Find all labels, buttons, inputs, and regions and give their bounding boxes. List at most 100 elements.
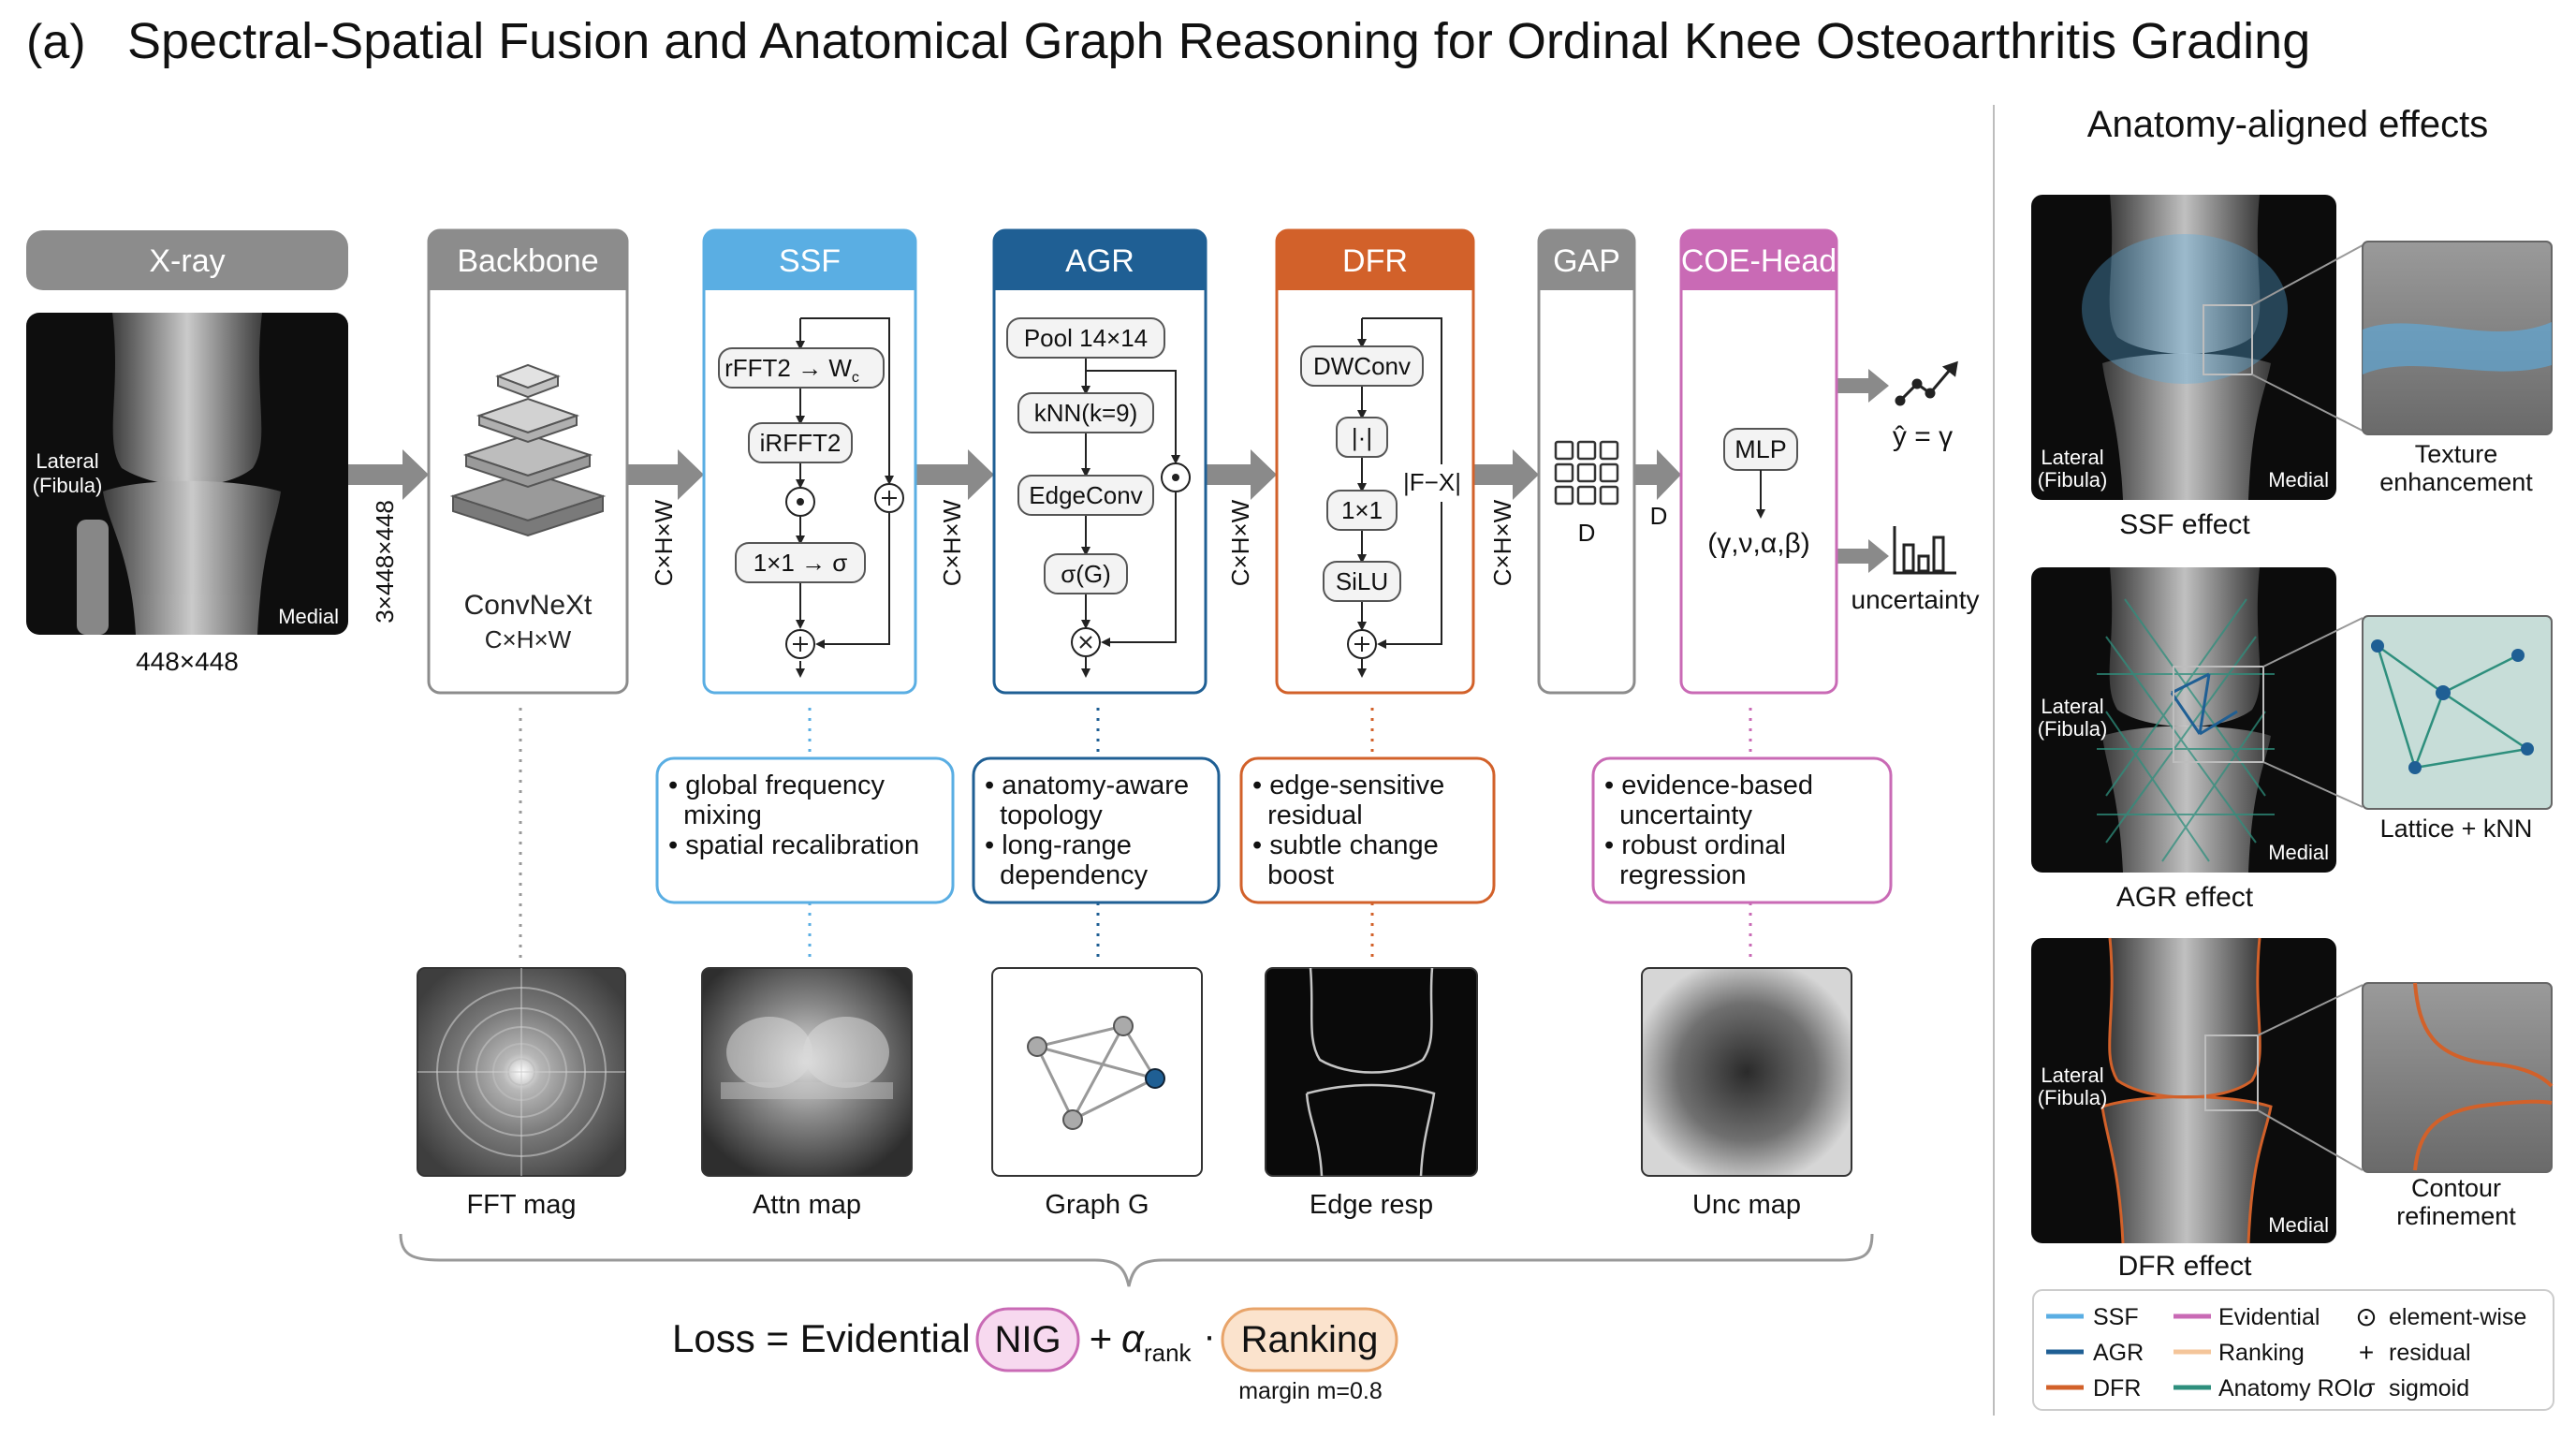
effect-agr-medial: Medial: [2268, 841, 2329, 864]
xray-block: X-ray Lateral (Fibula) Medial 448×448: [26, 230, 348, 676]
ssf-op-rfft2: [718, 347, 885, 389]
legend-item-ssf: SSF: [2046, 1304, 2139, 1330]
effect-dfr-lateral2: (Fibula): [2038, 1086, 2108, 1109]
agr-multiply-x: [1079, 636, 1092, 649]
effect-dfr-tibia: [2102, 1096, 2271, 1243]
effect-agr-zoom-graph: [2376, 644, 2528, 770]
note-coe-text: • evidence-based uncertainty • robust or…: [0, 0, 1851, 890]
legend-item-residual: + residual: [2359, 1338, 2471, 1367]
effect-ssf-overlay: [2082, 234, 2288, 384]
xray-lateral-line1: Lateral: [36, 449, 98, 473]
arrow-dfr-gap: [1473, 449, 1539, 500]
effect-dfr: Lateral (Fibula) Medial Contour refineme…: [2031, 937, 2554, 1282]
note-coe: • evidence-based uncertainty • robust or…: [0, 0, 1893, 904]
legend-item-dfr: DFR: [2046, 1375, 2141, 1401]
effect-dfr-zoom: [2362, 982, 2553, 1173]
effect-ssf-zoom-line1-text: Texture: [2415, 440, 2498, 468]
ssf-flow-lines: [796, 317, 894, 678]
loss-dot: ·: [1203, 1315, 1215, 1357]
ranking-label: Ranking: [1241, 1319, 1379, 1360]
effect-ssf-zoom-line2: [2251, 374, 2364, 432]
legend-elementwise-label: element-wise: [2389, 1304, 2526, 1330]
backbone-block: Backbone ConvNeXt C×H×W: [427, 228, 629, 695]
map-attn: Attn map: [701, 967, 913, 1220]
gap-header: [1539, 230, 1634, 290]
legend-sigmoid-label: sigmoid: [2389, 1375, 2469, 1401]
effect-agr-zoom-line2: [2262, 761, 2364, 808]
uncertainty-output: uncertainty: [1852, 585, 1980, 614]
backbone-header: [429, 230, 627, 290]
dfr-op-silu-label: SiLU: [1336, 567, 1388, 595]
grid-icon: [1554, 440, 1619, 506]
loss-formula: Loss = Evidential NIG + αrank · Ranking …: [672, 1307, 1398, 1404]
note-dfr-text: • edge-sensitive residual • subtle chang…: [0, 0, 1483, 890]
legend-ssf-label: SSF: [2093, 1304, 2139, 1330]
effect-ssf-medial: Medial: [2268, 468, 2329, 492]
dfr-side-label: |F−X|: [1403, 468, 1461, 496]
ranking-pill: [1221, 1307, 1398, 1372]
arrow-backbone-ssf: [627, 449, 704, 500]
legend-item-evidential: Evidential: [2174, 1304, 2320, 1330]
effect-ssf-tibia: [2102, 353, 2271, 500]
dfr-block: DFR DWConv |·| 1×1 SiLU |F−X|: [1275, 228, 1475, 695]
graph-edges: [1035, 1024, 1157, 1122]
xray-header-label: X-ray: [149, 243, 225, 279]
map-edge-label: Edge resp: [1310, 1190, 1433, 1220]
effect-dfr-zoom-line2-text: refinement: [2396, 1202, 2516, 1230]
effect-ssf-zoom-band: [2363, 322, 2552, 374]
stage-arrows: [348, 369, 1889, 573]
agr-op-edgeconv: [1017, 475, 1154, 516]
ssf-label: SSF: [779, 243, 841, 279]
legend-item-agr: AGR: [2046, 1340, 2144, 1366]
map-edge: Edge resp: [1265, 967, 1478, 1220]
legend-anatomy-label: Anatomy ROI: [2218, 1375, 2359, 1401]
ssf-op-irfft2: [748, 422, 853, 463]
legend-ranking-label: Ranking: [2218, 1340, 2305, 1366]
arrow-gap-coe: [1634, 449, 1681, 500]
loss-prefix: Loss = Evidential: [672, 1316, 971, 1360]
shape-after-gap: D: [1650, 502, 1668, 530]
coe-header: [1681, 230, 1837, 290]
margin-label: margin m=0.8: [1238, 1378, 1383, 1404]
xray-size: 448×448: [136, 647, 239, 676]
effect-ssf-roi: [2203, 304, 2253, 375]
ssf-op-sigma: [735, 542, 866, 583]
legend-residual-label: residual: [2389, 1340, 2471, 1366]
note-dfr-box: [1239, 756, 1496, 904]
effect-dfr-zoom-line1-text: Contour: [2411, 1174, 2501, 1202]
ssf-op-sigma-label: 1×1 → σ: [754, 549, 848, 577]
dfr-label: DFR: [1342, 243, 1408, 279]
figure-title: Spectral-Spatial Fusion and Anatomical G…: [127, 13, 2310, 69]
dfr-body: [1275, 228, 1475, 695]
note-coe-box: [1591, 756, 1893, 904]
graph-node-highlight: [1145, 1068, 1165, 1089]
dfr-header: [1277, 230, 1473, 290]
brace: [399, 1233, 1874, 1287]
effect-agr-zoom: [2362, 615, 2553, 810]
arrow-xray-backbone: [348, 449, 429, 500]
effect-dfr-zoom-line1: [2257, 984, 2364, 1036]
map-graph: Graph G: [991, 967, 1203, 1220]
arrow-ssf-agr: [915, 449, 994, 500]
effect-ssf: Lateral (Fibula) Medial Texture enhancem…: [2031, 195, 2553, 540]
ssf-elementwise-dot: [797, 498, 804, 506]
map-fft: FFT mag: [417, 967, 626, 1220]
ssf-header: [704, 230, 915, 290]
agr-elementwise-dot: [1172, 474, 1179, 481]
map-unc-label: Unc map: [1692, 1190, 1801, 1220]
map-attn-label: Attn map: [753, 1190, 861, 1220]
ssf-block: SSF rFFT2 → Wc iRFFT2 1×1 → σ: [702, 228, 917, 695]
alpha-rank: αrank: [1121, 1316, 1193, 1367]
map-fft-label: FFT mag: [466, 1190, 576, 1220]
effect-ssf-lateral1: Lateral: [2041, 446, 2103, 469]
agr-op-knn-label: kNN(k=9): [1034, 399, 1138, 427]
dfr-op-abs-label: |·|: [1352, 423, 1372, 451]
ssf-sum-plus: [793, 637, 808, 652]
agr-body: [992, 228, 1208, 695]
effect-dfr-caption: DFR effect: [2118, 1251, 2252, 1282]
gap-dim: D: [1578, 519, 1596, 547]
effect-ssf-caption: SSF effect: [2119, 509, 2250, 540]
map-unc: Unc map: [1641, 967, 1852, 1220]
attn-blob-left: [726, 1017, 812, 1088]
residual-icon: +: [2359, 1338, 2374, 1367]
